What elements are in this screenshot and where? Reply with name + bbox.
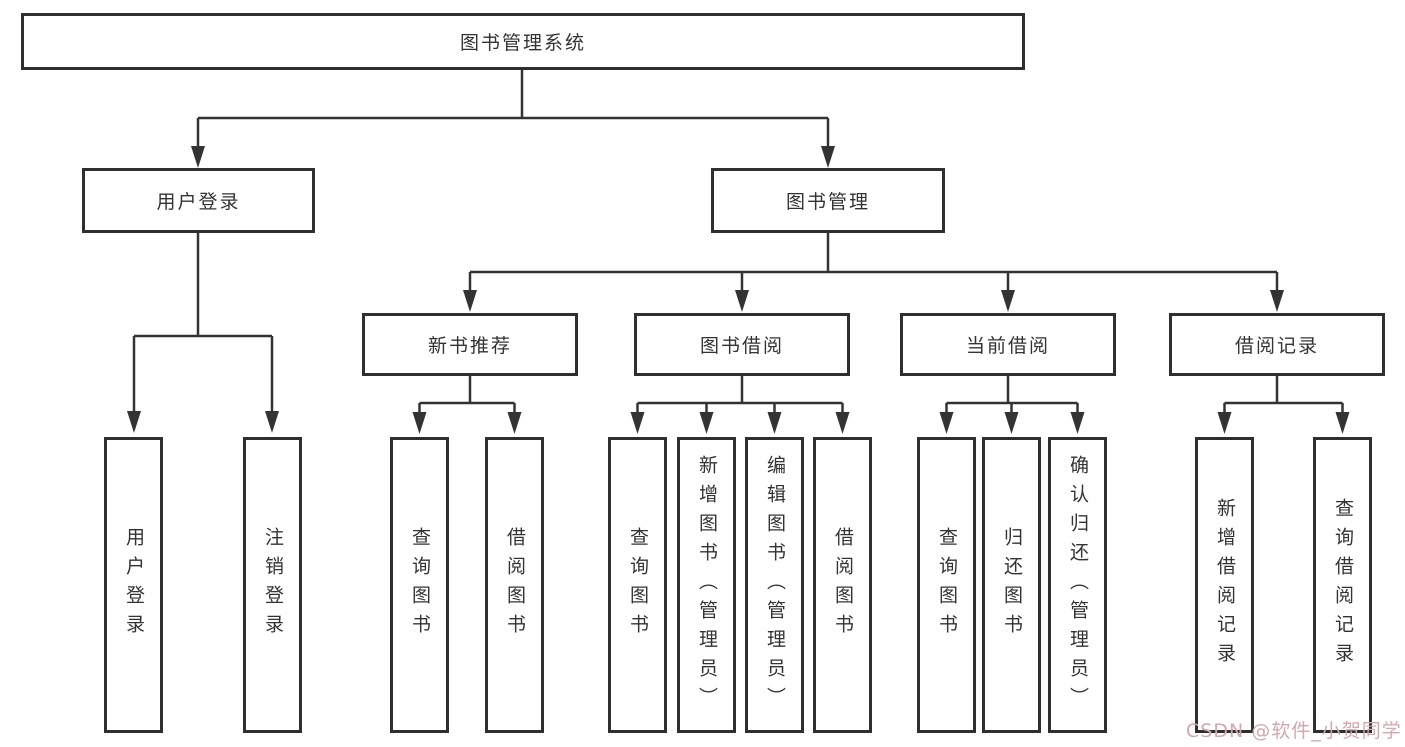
node-label: 图书管理系统	[459, 32, 586, 54]
node-label: 图书借阅	[699, 335, 784, 357]
leaf-label: 查询图书	[408, 527, 431, 643]
leaf-label: 借阅图书	[503, 527, 526, 643]
node-book-borrowing: 图书借阅	[634, 313, 850, 376]
leaf-label: 查询图书	[626, 527, 649, 643]
node-current-borrowing: 当前借阅	[900, 313, 1116, 376]
node-label: 借阅记录	[1234, 335, 1319, 357]
leaf-logout: 注销登录	[243, 437, 302, 733]
leaf-label: 新增借阅记录	[1213, 498, 1236, 672]
node-library-management-system: 图书管理系统	[21, 13, 1025, 70]
leaf-label: 借阅图书	[831, 527, 854, 643]
leaf-label: 编辑图书（管理员）	[763, 454, 786, 716]
node-user-login: 用户登录	[82, 168, 315, 233]
leaf-label: 查询图书	[935, 527, 958, 643]
node-new-book-recommendation: 新书推荐	[362, 313, 578, 376]
node-borrowing-records: 借阅记录	[1169, 313, 1385, 376]
node-book-management: 图书管理	[711, 168, 945, 233]
leaf-label: 注销登录	[261, 527, 284, 643]
node-label: 新书推荐	[427, 335, 512, 357]
leaf-edit-books-admin: 编辑图书（管理员）	[745, 437, 804, 733]
leaf-confirm-return-admin: 确认归还（管理员）	[1048, 437, 1107, 733]
leaf-return-books: 归还图书	[982, 437, 1041, 733]
leaf-label: 查询借阅记录	[1331, 498, 1354, 672]
leaf-query-books-current: 查询图书	[917, 437, 976, 733]
leaf-label: 用户登录	[122, 527, 145, 643]
leaf-query-borrow-record: 查询借阅记录	[1313, 437, 1372, 733]
node-label: 当前借阅	[965, 335, 1050, 357]
leaf-user-login: 用户登录	[104, 437, 163, 733]
node-label: 用户登录	[156, 191, 241, 213]
leaf-borrow-books-recommend: 借阅图书	[485, 437, 544, 733]
leaf-borrow-books-borrowing: 借阅图书	[813, 437, 872, 733]
leaf-add-books-admin: 新增图书（管理员）	[677, 437, 736, 733]
leaf-query-books-borrowing: 查询图书	[608, 437, 667, 733]
leaf-label: 新增图书（管理员）	[695, 454, 718, 716]
node-label: 图书管理	[785, 191, 870, 213]
leaf-label: 确认归还（管理员）	[1066, 454, 1089, 716]
leaf-label: 归还图书	[1000, 527, 1023, 643]
arrowheads	[127, 146, 1350, 434]
leaf-add-borrow-record: 新增借阅记录	[1195, 437, 1254, 733]
leaf-query-books-recommend: 查询图书	[390, 437, 449, 733]
csdn-watermark: CSDN @软件_小贺同学	[1186, 720, 1402, 742]
